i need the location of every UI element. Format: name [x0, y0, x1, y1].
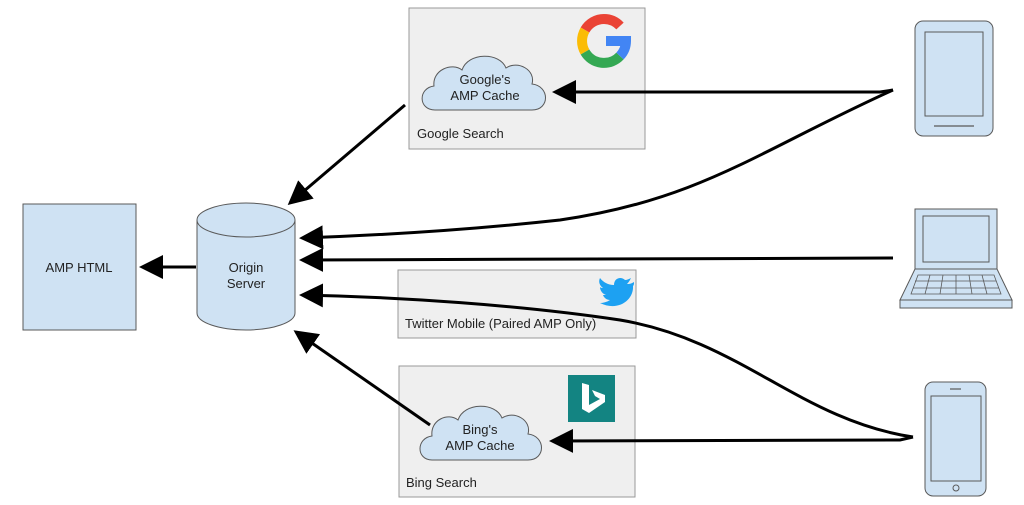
bing-cache-line1: Bing's — [462, 422, 498, 437]
amp-html-box: AMP HTML — [22, 203, 137, 331]
arrow-google-cache-to-origin — [287, 103, 406, 205]
google-search-label: Google Search — [417, 126, 504, 141]
twitter-mobile-group: Twitter Mobile (Paired AMP Only) — [397, 269, 637, 339]
bing-b-icon — [568, 375, 615, 422]
tablet-icon — [914, 20, 994, 137]
google-cache-line2: AMP Cache — [450, 88, 519, 103]
google-amp-cache: Google's AMP Cache — [421, 55, 546, 111]
google-search-group: Google Search Google's AMP Cache — [408, 7, 646, 150]
arrows — [139, 80, 914, 453]
twitter-mobile-label: Twitter Mobile (Paired AMP Only) — [405, 316, 596, 331]
arrow-phone-to-origin — [299, 283, 914, 439]
bing-search-group: Bing Search Bing's AMP Cache — [398, 365, 636, 498]
google-g-icon — [577, 14, 632, 68]
arrow-tablet-to-origin — [299, 88, 894, 250]
bing-cache-line2: AMP Cache — [445, 438, 514, 453]
arrow-laptop-to-origin — [299, 247, 894, 272]
bing-amp-cache: Bing's AMP Cache — [419, 405, 542, 461]
arrow-bing-cache-to-origin — [293, 330, 431, 427]
origin-server: Origin Server — [196, 202, 296, 331]
google-cache-line1: Google's — [460, 72, 511, 87]
origin-server-line1: Origin — [229, 260, 264, 275]
bing-search-label: Bing Search — [406, 475, 477, 490]
twitter-bird-icon — [599, 277, 634, 307]
amp-html-label: AMP HTML — [46, 260, 113, 275]
origin-server-line2: Server — [227, 276, 266, 291]
laptop-icon — [899, 208, 1013, 309]
phone-icon — [924, 381, 987, 497]
arrow-phone-to-bing-cache — [549, 428, 914, 453]
